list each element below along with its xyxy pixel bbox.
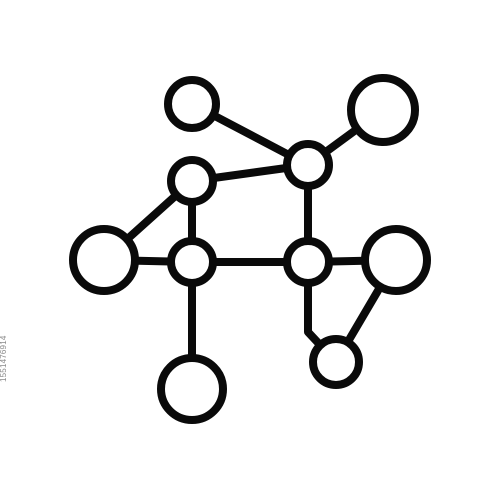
- atom-node: [361, 225, 431, 295]
- atom-node: [347, 74, 419, 146]
- atom-node: [309, 335, 363, 389]
- stock-image-id-text: 1551476914: [0, 335, 8, 383]
- atom-node: [69, 225, 139, 295]
- atom-node: [167, 237, 217, 287]
- atom-node: [157, 354, 227, 424]
- atom-node: [283, 237, 333, 287]
- atom-node: [167, 156, 217, 206]
- atom-node: [164, 76, 220, 132]
- atom-node: [283, 140, 333, 190]
